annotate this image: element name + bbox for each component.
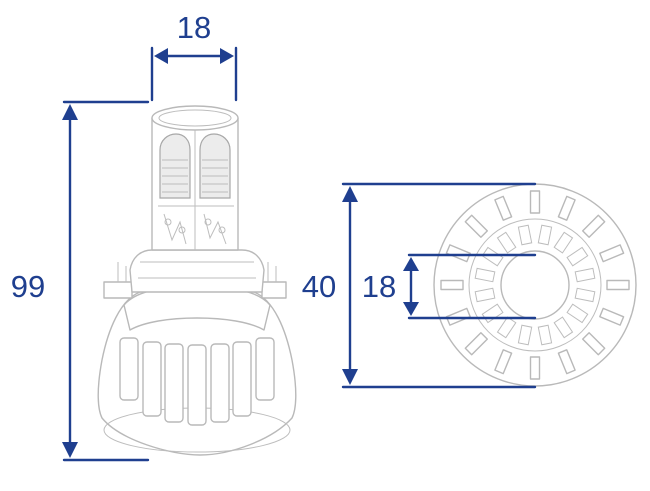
vent-slot — [529, 190, 541, 214]
inner-vent-slot — [553, 231, 574, 254]
inner-vent-slot — [474, 267, 496, 283]
total-height-label: 99 — [11, 269, 45, 304]
vent-slot — [464, 214, 488, 238]
inner-vent-slot — [474, 287, 496, 303]
socket-shoulder — [129, 249, 265, 293]
inner-vent-slot — [481, 303, 504, 324]
inner-vent-slot — [517, 324, 533, 346]
dimension-top-width: 18 — [150, 10, 238, 102]
base-inner-ring — [468, 218, 602, 352]
inner-vent-slot — [517, 224, 533, 246]
vent-slot — [599, 307, 625, 326]
top-width-label: 18 — [177, 10, 211, 45]
inner-vent-slot — [566, 303, 589, 324]
led-panel-grid — [162, 159, 228, 193]
inner-vent-slot — [537, 224, 553, 246]
vent-slot — [494, 195, 513, 221]
inner-vent-slot — [553, 316, 574, 339]
inner-vent-slot — [496, 316, 517, 339]
dimension-base-diameter: 40 — [302, 182, 537, 389]
base-vent-slots — [440, 190, 630, 380]
led-panel-left — [159, 133, 191, 199]
vent-slot — [557, 195, 576, 221]
inner-vent-slot — [496, 231, 517, 254]
vent-slot — [494, 349, 513, 375]
vent-slot — [445, 244, 471, 263]
left-clamp — [103, 281, 133, 299]
bulb-front-view — [433, 183, 637, 387]
dimension-total-height: 99 — [11, 100, 150, 462]
inner-vent-slot — [537, 324, 553, 346]
inner-vent-slot — [566, 246, 589, 267]
right-clamp — [261, 281, 287, 299]
led-wiring — [158, 205, 234, 245]
center-hole-label: 18 — [362, 269, 396, 304]
vent-slot — [606, 279, 630, 291]
inner-vent-slot — [574, 267, 596, 283]
inner-vent-slot — [574, 287, 596, 303]
bulb-side-view — [97, 105, 297, 456]
vent-slot — [445, 307, 471, 326]
vent-slot — [599, 244, 625, 263]
vent-slot — [464, 332, 488, 356]
led-panel-right — [199, 133, 231, 199]
vent-slot — [529, 356, 541, 380]
vent-slot — [582, 214, 606, 238]
heatsink-fins — [119, 337, 275, 426]
vent-slot — [557, 349, 576, 375]
base-diameter-label: 40 — [302, 269, 336, 304]
dimension-center-hole: 18 — [362, 253, 537, 320]
vent-slot — [440, 279, 464, 291]
vent-slot — [582, 332, 606, 356]
center-hole — [500, 250, 570, 320]
